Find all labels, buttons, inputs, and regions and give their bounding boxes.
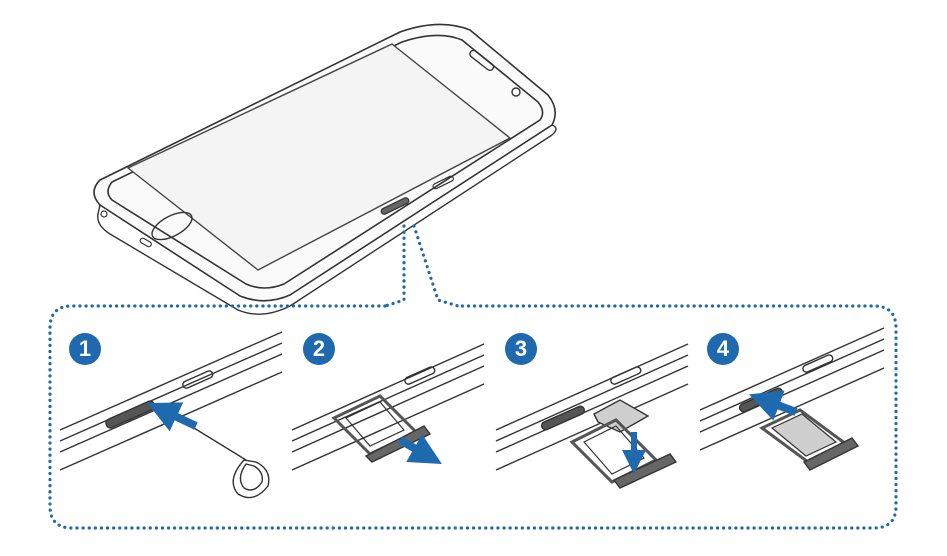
side-key bbox=[182, 370, 214, 389]
phone-screen bbox=[127, 43, 511, 271]
earpiece-speaker bbox=[469, 49, 495, 72]
step-1-badge: 1 bbox=[69, 333, 101, 365]
panel-4-arrow bbox=[749, 390, 798, 421]
headset-jack bbox=[100, 210, 108, 218]
panel-3-drawing bbox=[495, 343, 689, 489]
phone-side-key bbox=[432, 175, 454, 190]
sim-slot bbox=[105, 400, 156, 429]
callout bbox=[48, 224, 898, 530]
phone-sim-slot bbox=[380, 197, 410, 215]
side-key bbox=[404, 366, 436, 385]
panel-1-arrow bbox=[147, 402, 198, 432]
step-4-badge: 4 bbox=[707, 333, 739, 365]
sim-tray-icon bbox=[759, 408, 860, 471]
ejection-pin-icon bbox=[193, 427, 270, 499]
sim-slot bbox=[738, 387, 784, 413]
phone-edge bbox=[97, 124, 557, 315]
usb-port bbox=[139, 237, 152, 248]
sim-slot bbox=[540, 405, 586, 431]
panel-2-arrow bbox=[398, 434, 442, 464]
callout-leader-right bbox=[412, 224, 460, 308]
panel-1-drawing bbox=[59, 331, 283, 499]
phone-bezel bbox=[107, 34, 544, 289]
side-key bbox=[610, 366, 642, 385]
side-key bbox=[802, 354, 834, 373]
step-2-badge: 2 bbox=[303, 333, 335, 365]
callout-leader-left bbox=[383, 224, 406, 308]
home-button bbox=[151, 211, 193, 241]
phone-illustration bbox=[93, 23, 557, 315]
callout-box bbox=[48, 304, 898, 530]
front-camera bbox=[511, 87, 521, 97]
step-3-badge: 3 bbox=[505, 333, 537, 365]
